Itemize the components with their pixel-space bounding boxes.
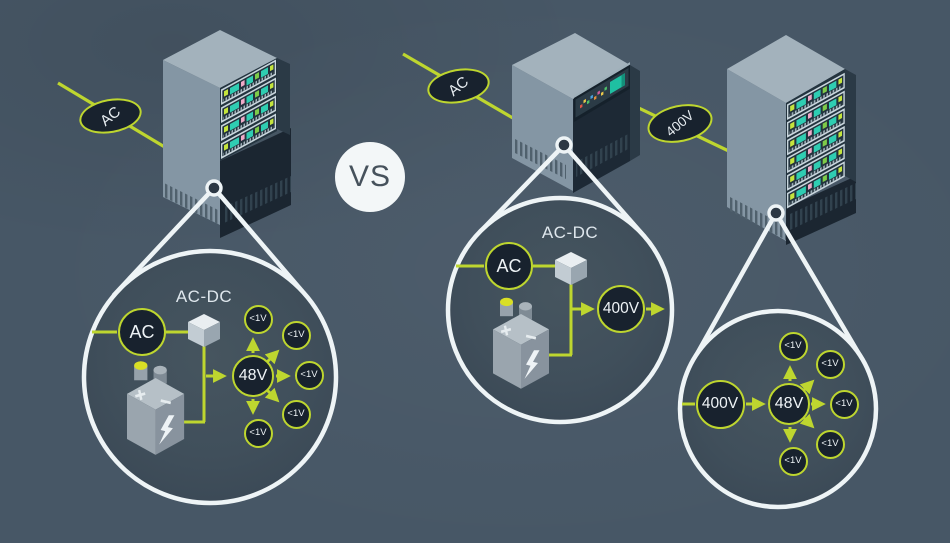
load-node: <1V bbox=[281, 320, 311, 350]
load-text: <1V bbox=[249, 313, 267, 325]
load-text: <1V bbox=[249, 427, 267, 439]
node-400v-text: 400V bbox=[602, 300, 640, 318]
status-display-panel bbox=[574, 62, 630, 122]
load-node: <1V bbox=[778, 446, 808, 476]
load-text: <1V bbox=[784, 455, 802, 467]
power-converter-cabinet bbox=[512, 33, 640, 193]
magnifier-pivot-dot bbox=[205, 179, 223, 197]
converter-caption-middle: AC-DC bbox=[541, 223, 599, 242]
server-rack-right bbox=[727, 35, 856, 245]
converter-caption-left: AC-DC bbox=[175, 287, 233, 306]
load-text: <1V bbox=[821, 438, 839, 450]
load-text: <1V bbox=[835, 398, 853, 410]
load-text: <1V bbox=[287, 329, 305, 341]
magnifier-lens-right bbox=[677, 204, 879, 510]
load-node: <1V bbox=[243, 304, 273, 334]
node-400v-text: 400V bbox=[701, 395, 739, 413]
node-ac-left: AC bbox=[118, 308, 166, 356]
load-node: <1V bbox=[829, 389, 859, 419]
load-node: <1V bbox=[815, 429, 845, 459]
vs-badge: VS bbox=[335, 142, 405, 212]
load-node: <1V bbox=[243, 418, 273, 448]
node-48v-text: 48V bbox=[238, 367, 268, 384]
load-text: <1V bbox=[821, 358, 839, 370]
load-node: <1V bbox=[281, 399, 311, 429]
load-node: <1V bbox=[778, 331, 808, 361]
load-node: <1V bbox=[815, 349, 845, 379]
magnifier-pivot-dot bbox=[767, 204, 785, 222]
ac-source-text: AC bbox=[96, 102, 124, 130]
circuit-left bbox=[92, 330, 291, 424]
node-400v-middle: 400V bbox=[597, 285, 645, 333]
server-rack-left bbox=[163, 30, 291, 238]
node-48v-right: 48V bbox=[768, 383, 810, 425]
node-ac-middle: AC bbox=[485, 242, 533, 290]
magnifier-pivot-dot bbox=[555, 136, 573, 154]
ac-source-text: AC bbox=[444, 72, 472, 100]
node-ac-text: AC bbox=[129, 322, 155, 342]
node-48v-left: 48V bbox=[232, 355, 274, 397]
dc-distribution-text: 400V bbox=[663, 107, 697, 140]
node-ac-text: AC bbox=[496, 256, 522, 276]
load-text: <1V bbox=[300, 369, 318, 381]
node-400v-right: 400V bbox=[695, 379, 745, 429]
load-text: <1V bbox=[784, 340, 802, 352]
vs-text: VS bbox=[348, 160, 392, 193]
node-48v-text: 48V bbox=[774, 395, 804, 412]
load-text: <1V bbox=[287, 408, 305, 420]
load-node: <1V bbox=[294, 360, 324, 390]
